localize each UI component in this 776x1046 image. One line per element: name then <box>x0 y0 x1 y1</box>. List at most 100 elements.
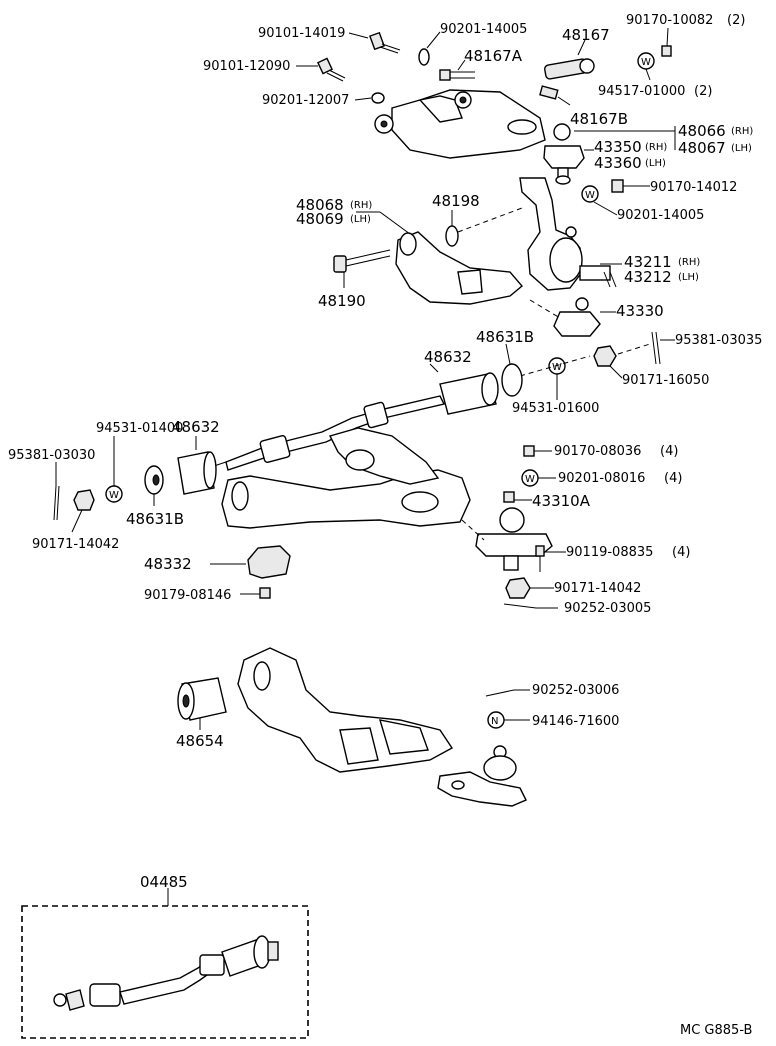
label-94517-01000-qty: (2) <box>694 84 712 99</box>
nut-90170-08036 <box>523 445 535 457</box>
upper-ball-joint-43350 <box>543 123 585 185</box>
bushing-48631B-left <box>144 465 164 495</box>
label-48332: 48332 <box>144 555 192 573</box>
pad-48198 <box>445 225 459 247</box>
washer-90201-14005-top <box>418 48 430 66</box>
label-43330: 43330 <box>616 302 664 320</box>
label-48068-side: (RH) <box>350 200 372 211</box>
label-48167A: 48167A <box>464 47 523 65</box>
label-43360: 43360 <box>594 154 642 172</box>
reference-code: MC G885-B <box>680 1023 752 1038</box>
cotter-pin-95381-03035 <box>651 331 657 365</box>
nut-90171-14042-left <box>73 489 95 511</box>
label-48654: 48654 <box>176 732 224 750</box>
label-90171-14042-left: 90171-14042 <box>32 537 119 552</box>
label-90201-08016-qty: (4) <box>664 471 682 486</box>
label-90201-14005-top: 90201-14005 <box>440 22 527 37</box>
label-43212-side: (LH) <box>678 272 699 283</box>
label-48632-left: 48632 <box>172 418 220 436</box>
upper-control-arm <box>374 89 546 159</box>
label-90201-14005: 90201-14005 <box>617 208 704 223</box>
bushing-48631B-top <box>501 363 523 397</box>
label-43310A: 43310A <box>532 492 591 510</box>
bushing-48654 <box>177 677 227 721</box>
label-48167: 48167 <box>562 26 610 44</box>
label-48066: 48066 <box>678 122 726 140</box>
cotter-pin-95381-03030 <box>53 485 57 521</box>
label-90201-12007: 90201-12007 <box>262 93 349 108</box>
cotter-pin-90252-03005 <box>503 603 537 609</box>
label-94531-01600: 94531-01600 <box>512 401 599 416</box>
label-94531-01400: 94531-01400 <box>96 421 183 436</box>
bushing-48632-top <box>439 372 499 415</box>
label-43212: 43212 <box>624 268 672 286</box>
nut-90171-14042-right <box>505 577 531 599</box>
lower-ball-joint-43330 <box>553 297 601 337</box>
ball-joint-43310A <box>475 507 553 571</box>
label-90170-10082-qty: (2) <box>727 13 745 28</box>
label-90252-03005: 90252-03005 <box>564 601 651 616</box>
label-94517-01000: 94517-01000 <box>598 84 685 99</box>
label-48069: 48069 <box>296 210 344 228</box>
washer-symbol: W <box>585 190 595 201</box>
lower-arm-bottom <box>237 647 454 773</box>
label-90170-10082: 90170-10082 <box>626 13 713 28</box>
label-94146-71600: 94146-71600 <box>532 714 619 729</box>
nut-symbol: N <box>491 716 498 727</box>
nut-90170-14012 <box>611 179 624 193</box>
cotter-pin-90252-03006 <box>485 689 515 697</box>
bolt-90119-08835 <box>535 545 545 572</box>
washer-90201-12007 <box>371 92 385 104</box>
washer-symbol: W <box>641 57 651 68</box>
washer-symbol: W <box>109 490 119 501</box>
label-90119-08835-qty: (4) <box>672 545 690 560</box>
bolt-90101-12090 <box>317 57 346 82</box>
label-90171-14042-right: 90171-14042 <box>554 581 641 596</box>
nut-90171-16050 <box>593 345 617 367</box>
label-48069-side: (LH) <box>350 214 371 225</box>
label-43360-side: (LH) <box>645 158 666 169</box>
pin-48167B <box>539 85 559 100</box>
label-48067-side: (LH) <box>731 143 752 154</box>
kit-box-04485 <box>21 905 309 1039</box>
label-48068: 48068 <box>296 196 344 214</box>
label-48066-side: (RH) <box>731 126 753 137</box>
cam-48167 <box>544 58 595 80</box>
label-90201-08016: 90201-08016 <box>558 471 645 486</box>
bushing-48632-left <box>177 451 217 495</box>
label-90179-08146: 90179-08146 <box>144 588 231 603</box>
label-48167B: 48167B <box>570 110 628 128</box>
label-90170-08036-qty: (4) <box>660 444 678 459</box>
label-90170-14012: 90170-14012 <box>650 180 737 195</box>
strut-bar <box>213 395 446 471</box>
label-95381-03030: 95381-03030 <box>8 448 95 463</box>
washer-symbol: W <box>525 474 535 485</box>
strut-bar-bracket-48068 <box>395 231 523 305</box>
label-43211: 43211 <box>624 253 672 271</box>
nut-90179-08146 <box>259 587 271 599</box>
label-04485: 04485 <box>140 873 188 891</box>
label-48632-top: 48632 <box>424 348 472 366</box>
label-48631B-left: 48631B <box>126 510 184 528</box>
nut-90170-10082 <box>661 45 672 57</box>
label-43350: 43350 <box>594 138 642 156</box>
strut-bar-kit-04485 <box>53 935 279 1011</box>
label-90101-12090: 90101-12090 <box>203 59 290 74</box>
label-90170-08036: 90170-08036 <box>554 444 641 459</box>
label-95381-03035: 95381-03035 <box>675 333 762 348</box>
label-43350-side: (RH) <box>645 142 667 153</box>
washer-symbol: W <box>552 362 562 373</box>
bolt-48167A <box>439 69 475 81</box>
label-90171-16050: 90171-16050 <box>622 373 709 388</box>
bolt-90101-14019 <box>369 31 401 54</box>
label-90119-08835: 90119-08835 <box>566 545 653 560</box>
bolt-48190 <box>333 249 391 273</box>
label-48190: 48190 <box>318 292 366 310</box>
label-48067: 48067 <box>678 139 726 157</box>
washer-90201-14005 <box>581 185 599 203</box>
label-48198: 48198 <box>432 192 480 210</box>
ball-joint-bottom <box>437 745 527 807</box>
lower-control-arm <box>221 427 485 541</box>
label-43211-side: (RH) <box>678 257 700 268</box>
